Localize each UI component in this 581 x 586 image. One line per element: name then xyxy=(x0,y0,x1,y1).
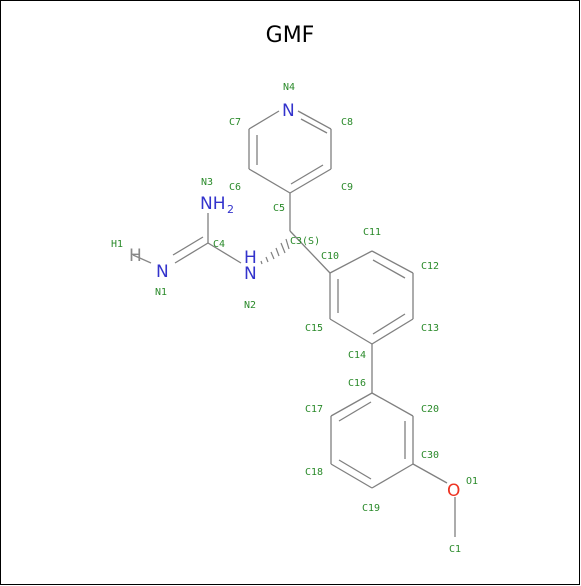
label-c8: C8 xyxy=(341,117,353,128)
label-n1: N1 xyxy=(155,287,167,298)
atom-n2: N xyxy=(244,264,257,284)
label-c16: C16 xyxy=(348,378,366,389)
label-c10: C10 xyxy=(321,251,339,262)
atom-n2-h: H xyxy=(244,248,257,268)
label-n3: N3 xyxy=(201,177,213,188)
label-o1: O1 xyxy=(466,476,478,487)
label-c6: C6 xyxy=(229,182,241,193)
label-c9: C9 xyxy=(341,182,353,193)
label-n2: N2 xyxy=(244,300,256,311)
label-c5: C5 xyxy=(273,203,285,214)
label-c14: C14 xyxy=(348,350,366,361)
atom-o1: O xyxy=(447,481,460,501)
atom-n1: N xyxy=(156,262,169,282)
label-c30: C30 xyxy=(421,450,439,461)
label-c4: C4 xyxy=(213,239,225,250)
stereo-wedge xyxy=(260,238,290,265)
label-n4: N4 xyxy=(283,82,295,93)
atom-n4: N xyxy=(282,101,295,121)
label-h1: H1 xyxy=(111,239,123,250)
atom-h1: H xyxy=(129,246,142,266)
atom-n3: NH xyxy=(200,194,226,214)
label-c18: C18 xyxy=(305,467,323,478)
label-c7: C7 xyxy=(229,117,241,128)
label-c3: C3(S) xyxy=(290,236,320,247)
label-c12: C12 xyxy=(421,261,439,272)
label-c20: C20 xyxy=(421,404,439,415)
bond-lines xyxy=(132,110,456,537)
molecule-title: GMF xyxy=(265,23,315,48)
label-c11: C11 xyxy=(363,227,381,238)
label-c17: C17 xyxy=(305,404,323,415)
label-c19: C19 xyxy=(362,503,380,514)
label-c1: C1 xyxy=(449,544,461,555)
atom-n3-subscript: 2 xyxy=(227,203,234,216)
label-c13: C13 xyxy=(421,323,439,334)
label-c15: C15 xyxy=(305,323,323,334)
